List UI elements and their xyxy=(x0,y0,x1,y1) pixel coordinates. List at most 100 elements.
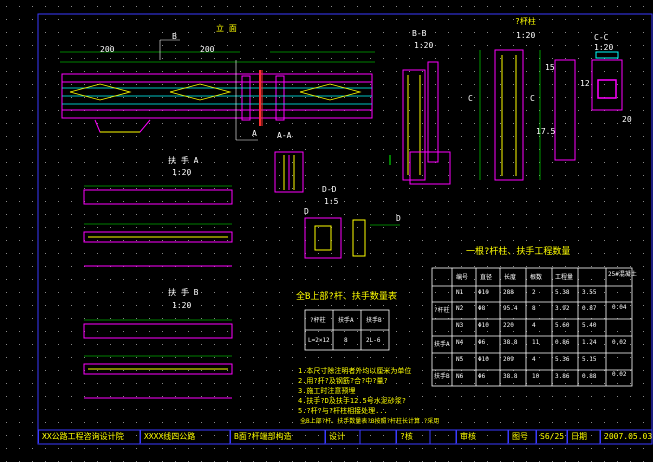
qty-value-b: 2L-6 xyxy=(366,337,381,344)
dim-200-left: 200 xyxy=(100,45,115,54)
handrail-a xyxy=(83,185,233,267)
post-title: ?杆柱 xyxy=(515,17,536,26)
work-table-cell: 4 xyxy=(532,356,536,363)
dd-scale: 1:5 xyxy=(324,197,339,206)
note-2: 2.用?杆?及钢筋?合?中?量? xyxy=(298,377,388,385)
bb-scale: 1:20 xyxy=(414,41,434,50)
work-table-cell: 5.38 xyxy=(555,289,570,296)
post-scale: 1:20 xyxy=(516,31,536,40)
wt-group-b: 扶手B xyxy=(434,373,450,380)
section-aa xyxy=(274,151,304,193)
qty-header-post: ?杆柱 xyxy=(310,317,326,324)
work-table-cell: 5.36 xyxy=(555,356,570,363)
work-table-cell: N6 xyxy=(456,373,464,380)
wt-header-dia: 直径 xyxy=(480,274,493,281)
work-table-cell: 0.88 xyxy=(582,373,597,380)
post-elevation xyxy=(479,49,576,181)
d-marker-right: D xyxy=(396,214,401,223)
title-date: 2007.05.03 xyxy=(600,430,652,443)
work-table-cell: 38.8 xyxy=(503,373,518,380)
cc-scale: 1:20 xyxy=(594,43,614,52)
section-dd xyxy=(304,217,400,259)
work-table-cell: 3.92 xyxy=(555,305,570,312)
section-bb xyxy=(389,61,451,185)
quantity-table-frame xyxy=(304,309,390,351)
work-table-cell: 0.87 xyxy=(582,305,597,312)
note-3: 3.施工时注意预埋 xyxy=(298,387,356,395)
work-table-cell: 5.60 xyxy=(555,322,570,329)
aa-title: A-A xyxy=(277,131,292,140)
qty-header-a: 扶手A xyxy=(338,317,354,324)
qty-table-title: 全B上部?杆、扶手数量表 xyxy=(296,292,397,302)
wt-group-a: 扶手A xyxy=(434,341,450,348)
dim-15: 15 xyxy=(545,63,555,72)
work-table-cell: 8 xyxy=(532,305,536,312)
bb-title: B-B xyxy=(412,29,427,38)
dim-20: 20 xyxy=(622,115,632,124)
qty-value-post: L=2×12 xyxy=(308,337,330,344)
c-marker-left: C xyxy=(468,94,473,103)
work-table-cell: Φ10 xyxy=(478,289,489,296)
dim-12: 12 xyxy=(580,79,590,88)
work-table-cell: 0.86 xyxy=(555,339,570,346)
cc-title: C-C xyxy=(594,33,609,42)
wt-header-qty: 工程量 xyxy=(555,274,574,281)
work-table-cell: N5 xyxy=(456,356,464,363)
work-table-cell: Φ6 xyxy=(478,373,486,380)
elevation-view xyxy=(60,39,375,141)
work-table-cell: 288 xyxy=(503,289,514,296)
note-5: 5.?杆?与?杆柱相接处理... xyxy=(298,407,388,415)
qty-value-a: 8 xyxy=(344,337,348,344)
work-table-cell: 220 xyxy=(503,322,514,329)
work-table-cell: Φ10 xyxy=(478,322,489,329)
title-review: ?核 xyxy=(396,430,430,443)
wt-header-no: 编号 xyxy=(456,274,469,281)
title-check: 审核 xyxy=(456,430,508,443)
note-4: 4.扶手?D及扶手12.5号水泥砂浆? xyxy=(298,397,406,405)
work-table-title: 一根?杆柱、扶手工程数量 xyxy=(466,247,571,257)
dim-17-5: 17.5 xyxy=(536,127,556,136)
section-cc xyxy=(591,51,623,111)
wt-header-len: 长度 xyxy=(504,274,517,281)
title-drawing-no: S6/25 xyxy=(536,430,567,443)
work-table-frame xyxy=(431,267,633,387)
work-table-concrete: 0.02 xyxy=(612,371,627,378)
work-table-cell: 1.24 xyxy=(582,339,597,346)
handrail-b xyxy=(83,319,233,399)
c-marker-right: C xyxy=(530,94,535,103)
work-table-cell: N4 xyxy=(456,339,464,346)
handrail-b-title: 扶 手 B xyxy=(168,288,199,297)
title-project: XXXX线四公路 xyxy=(140,430,230,443)
work-table-cell: 95.4 xyxy=(503,305,518,312)
work-table-cell: 2 xyxy=(532,289,536,296)
work-table-cell: Φ6 xyxy=(478,339,486,346)
work-table-cell: 4 xyxy=(532,322,536,329)
work-table-cell: N3 xyxy=(456,322,464,329)
section-a-marker: A xyxy=(252,129,257,138)
work-table-cell: 38.8 xyxy=(503,339,518,346)
work-table-concrete: 0.02 xyxy=(612,339,627,346)
work-table-cell: 3.86 xyxy=(555,373,570,380)
handrail-a-scale: 1:20 xyxy=(172,168,192,177)
work-table-cell: 3.55 xyxy=(582,289,597,296)
work-table-cell: 11 xyxy=(532,339,540,346)
title-design: 设计 xyxy=(325,430,360,443)
title-date-label: 日期 xyxy=(567,430,600,443)
section-b-marker-top: B xyxy=(172,32,177,41)
note-extra: 全B上部?杆、扶手数量表?B按照?杆柱长计算 ?采用 xyxy=(300,418,440,425)
handrail-b-scale: 1:20 xyxy=(172,301,192,310)
handrail-a-title: 扶 手 A xyxy=(168,156,199,165)
title-drawing-no-label: 图号 xyxy=(508,430,536,443)
drawing-frame xyxy=(37,13,653,445)
note-1: 1.本尺寸除注明者外均以厘米为单位 xyxy=(298,367,412,375)
work-table-concrete: 0.04 xyxy=(612,304,627,311)
wt-header-concrete: 25#混凝土 xyxy=(608,271,637,278)
title-company: XX公路工程咨询设计院 xyxy=(38,430,140,443)
d-marker-left: D xyxy=(304,207,309,216)
work-table-cell: Φ10 xyxy=(478,356,489,363)
wt-header-count: 根数 xyxy=(530,274,543,281)
dim-200-right: 200 xyxy=(200,45,215,54)
elevation-title: 立 面 xyxy=(216,24,237,33)
